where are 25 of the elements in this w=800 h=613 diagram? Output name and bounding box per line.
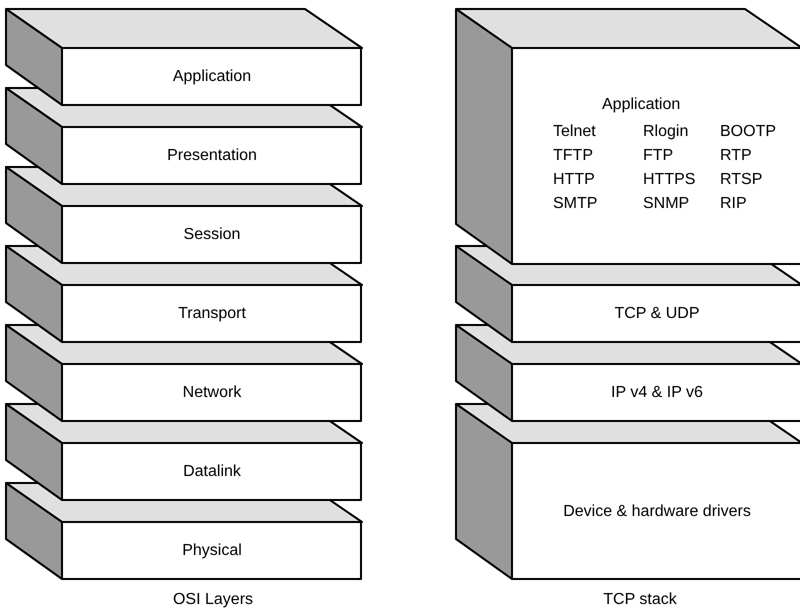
stack-caption: TCP stack [603, 591, 677, 609]
layer-name: Datalink [182, 463, 242, 481]
protocol-name: Telnet [553, 123, 596, 141]
protocol-name: SNMP [643, 195, 690, 213]
layer-name: Application [172, 68, 252, 86]
protocol-name: RTP [720, 147, 752, 165]
protocol-name: HTTPS [643, 171, 696, 189]
layer-name: Physical [181, 542, 243, 560]
layer-name: Session [182, 226, 242, 244]
protocol-name: RIP [720, 195, 747, 213]
protocol-name: HTTP [553, 171, 595, 189]
protocol-name: SMTP [553, 195, 598, 213]
protocol-name: Rlogin [643, 123, 688, 141]
protocol-name: BOOTP [720, 123, 776, 141]
layer-name: Transport [177, 305, 247, 323]
protocol-name: FTP [643, 147, 674, 165]
layer-name: Network [182, 384, 242, 402]
protocol-name: RTSP [720, 171, 762, 189]
layer-name: IP v4 & IP v6 [610, 384, 704, 402]
stack-caption: OSI Layers [172, 591, 254, 609]
layer-name: Presentation [166, 147, 258, 165]
protocol-name: TFTP [553, 147, 593, 165]
layer-name: Device & hardware drivers [562, 502, 752, 520]
layer-name: TCP & UDP [613, 305, 701, 323]
layer-name: Application [602, 96, 680, 114]
